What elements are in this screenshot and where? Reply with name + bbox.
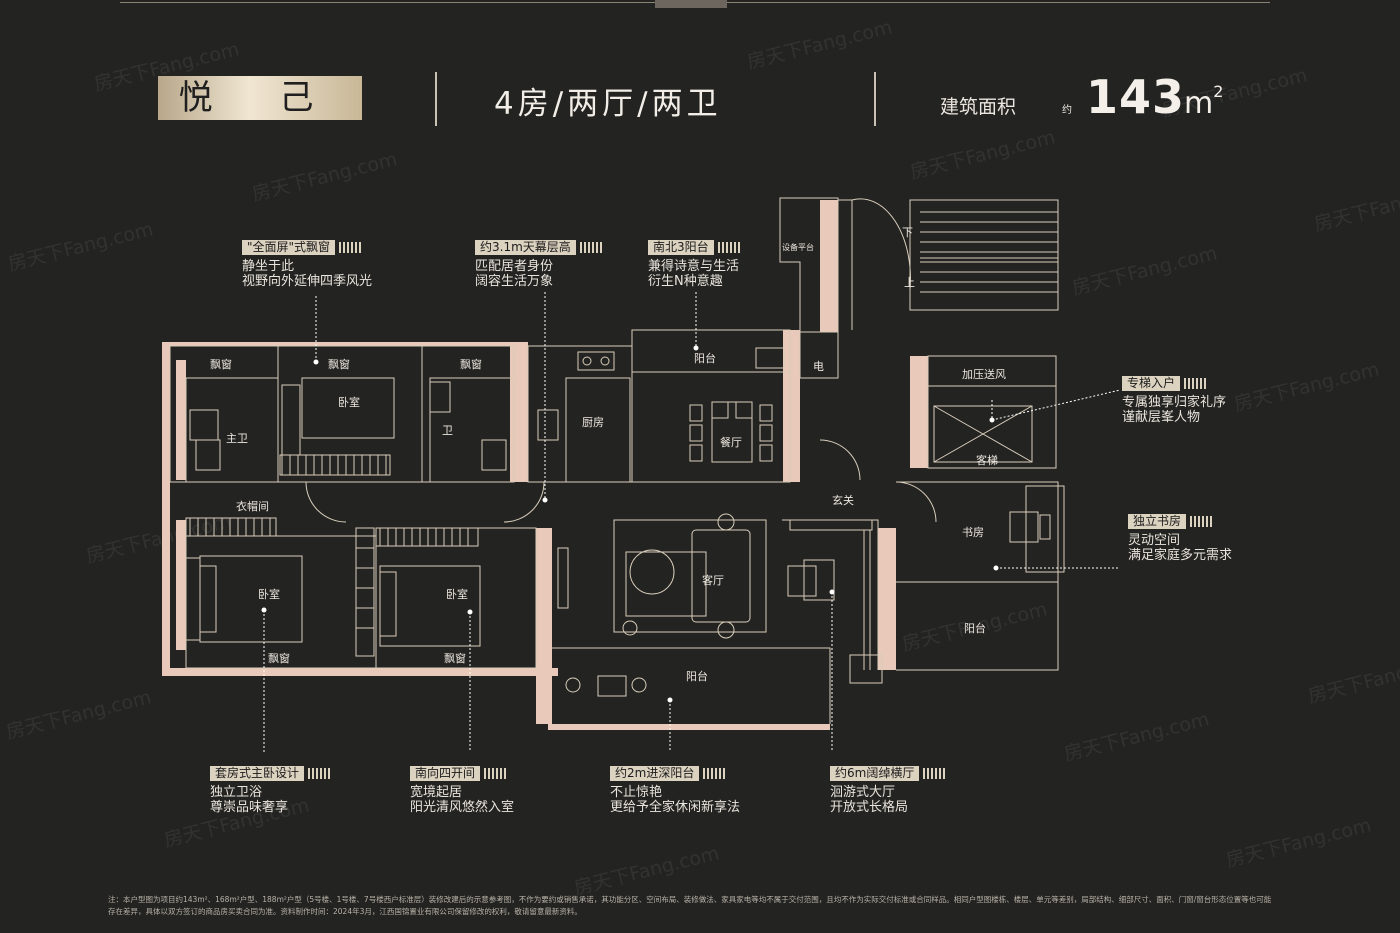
feature-line: 满足家庭多元需求 xyxy=(1128,548,1233,563)
feature-line: 匹配居者身份 xyxy=(475,259,554,274)
area-label: 建筑面积 xyxy=(940,96,1017,118)
room-foyer: 玄关 xyxy=(832,494,854,507)
room-pressure-fan: 加压送风 xyxy=(962,368,1006,381)
room-bay-window: 飘窗 xyxy=(328,358,350,371)
room-north-balcony: 阳台 xyxy=(694,352,716,365)
area-value: 143 xyxy=(1086,70,1186,124)
area-unit: m2 xyxy=(1184,82,1223,121)
feature-tag: 独立书房 xyxy=(1128,514,1213,529)
feature-study: 独立书房 灵动空间 满足家庭多元需求 xyxy=(1128,514,1232,563)
feature-tag: 约2m进深阳台 xyxy=(610,766,726,781)
feature-hall: 约6m阔绰横厅 洄游式大厅 开放式长格局 xyxy=(830,766,946,815)
feature-line: 开放式长格局 xyxy=(830,800,909,815)
feature-tag: "全面屏"式飘窗 xyxy=(242,240,362,255)
header-divider-1 xyxy=(435,72,437,126)
area-about: 约 xyxy=(1062,105,1072,116)
disclaimer-footnote: 注：本户型图为项目约143m²、168m²户型、188m²户型（5号楼、1号楼、… xyxy=(108,895,1272,916)
feature-line: 兼得诗意与生活 xyxy=(648,259,740,274)
feature-line: 专属独享归家礼序 xyxy=(1122,395,1227,410)
room-study: 书房 xyxy=(962,526,984,539)
feature-bay-window: "全面屏"式飘窗 静坐于此 视野向外延伸四季风光 xyxy=(242,240,372,289)
feature-line: 衍生N种意趣 xyxy=(648,274,723,289)
area-unit-exp: 2 xyxy=(1213,82,1224,101)
room-bedroom: 卧室 xyxy=(258,588,280,601)
area-unit-m: m xyxy=(1184,86,1214,121)
room-east-balcony: 阳台 xyxy=(964,622,986,635)
room-kitchen: 厨房 xyxy=(582,416,604,429)
room-bedroom: 卧室 xyxy=(338,396,360,409)
feature-south-rooms: 南向四开间 宽境起居 阳光清风悠然入室 xyxy=(410,766,514,815)
room-living: 客厅 xyxy=(702,574,724,587)
feature-line: 视野向外延伸四季风光 xyxy=(242,274,373,289)
feature-elevator: 专梯入户 专属独享归家礼序 谨献层峯人物 xyxy=(1122,376,1226,425)
feature-tag: 约3.1m天幕层高 xyxy=(475,240,602,255)
feature-line: 灵动空间 xyxy=(1128,533,1181,548)
feature-master-suite: 套房式主卧设计 独立卫浴 尊崇品味奢享 xyxy=(210,766,331,815)
feature-tag: 专梯入户 xyxy=(1122,376,1207,391)
feature-line: 阳光清风悠然入室 xyxy=(410,800,515,815)
feature-tag: 约6m阔绰横厅 xyxy=(830,766,946,781)
stair-up: 上 xyxy=(904,276,915,289)
room-equipment: 设备平台 xyxy=(782,243,814,252)
feature-tag: 套房式主卧设计 xyxy=(210,766,331,781)
room-bath: 卫 xyxy=(442,424,453,437)
feature-line: 独立卫浴 xyxy=(210,785,263,800)
unit-name: 悦 己 xyxy=(158,76,362,120)
stair-down: 下 xyxy=(902,226,913,239)
room-electric: 电 xyxy=(813,360,824,373)
feature-ceiling: 约3.1m天幕层高 匹配居者身份 阔容生活万象 xyxy=(475,240,602,289)
feature-line: 不止惊艳 xyxy=(610,785,663,800)
feature-tag: 南向四开间 xyxy=(410,766,507,781)
room-bay-window: 飘窗 xyxy=(210,358,232,371)
top-mark xyxy=(655,0,727,8)
room-config: 4房/两厅/两卫 xyxy=(494,86,722,122)
header-divider-2 xyxy=(874,72,876,126)
room-bay-window: 飘窗 xyxy=(460,358,482,371)
feature-line: 尊崇品味奢享 xyxy=(210,800,289,815)
room-bay-window: 飘窗 xyxy=(444,652,466,665)
feature-tag: 南北3阳台 xyxy=(648,240,740,255)
room-master-bath: 主卫 xyxy=(226,432,248,445)
room-bay-window: 飘窗 xyxy=(268,652,290,665)
feature-line: 静坐于此 xyxy=(242,259,295,274)
feature-deep-balcony: 约2m进深阳台 不止惊艳 更给予全家休闲新享法 xyxy=(610,766,740,815)
feature-line: 阔容生活万象 xyxy=(475,274,554,289)
room-dining: 餐厅 xyxy=(720,436,742,449)
feature-line: 宽境起居 xyxy=(410,785,463,800)
room-closet: 衣帽间 xyxy=(236,500,269,513)
feature-balconies: 南北3阳台 兼得诗意与生活 衍生N种意趣 xyxy=(648,240,740,289)
feature-line: 洄游式大厅 xyxy=(830,785,896,800)
room-south-balcony: 阳台 xyxy=(686,670,708,683)
feature-line: 谨献层峯人物 xyxy=(1122,410,1201,425)
feature-line: 更给予全家休闲新享法 xyxy=(610,800,741,815)
room-elevator: 客梯 xyxy=(976,454,998,467)
room-bedroom: 卧室 xyxy=(446,588,468,601)
